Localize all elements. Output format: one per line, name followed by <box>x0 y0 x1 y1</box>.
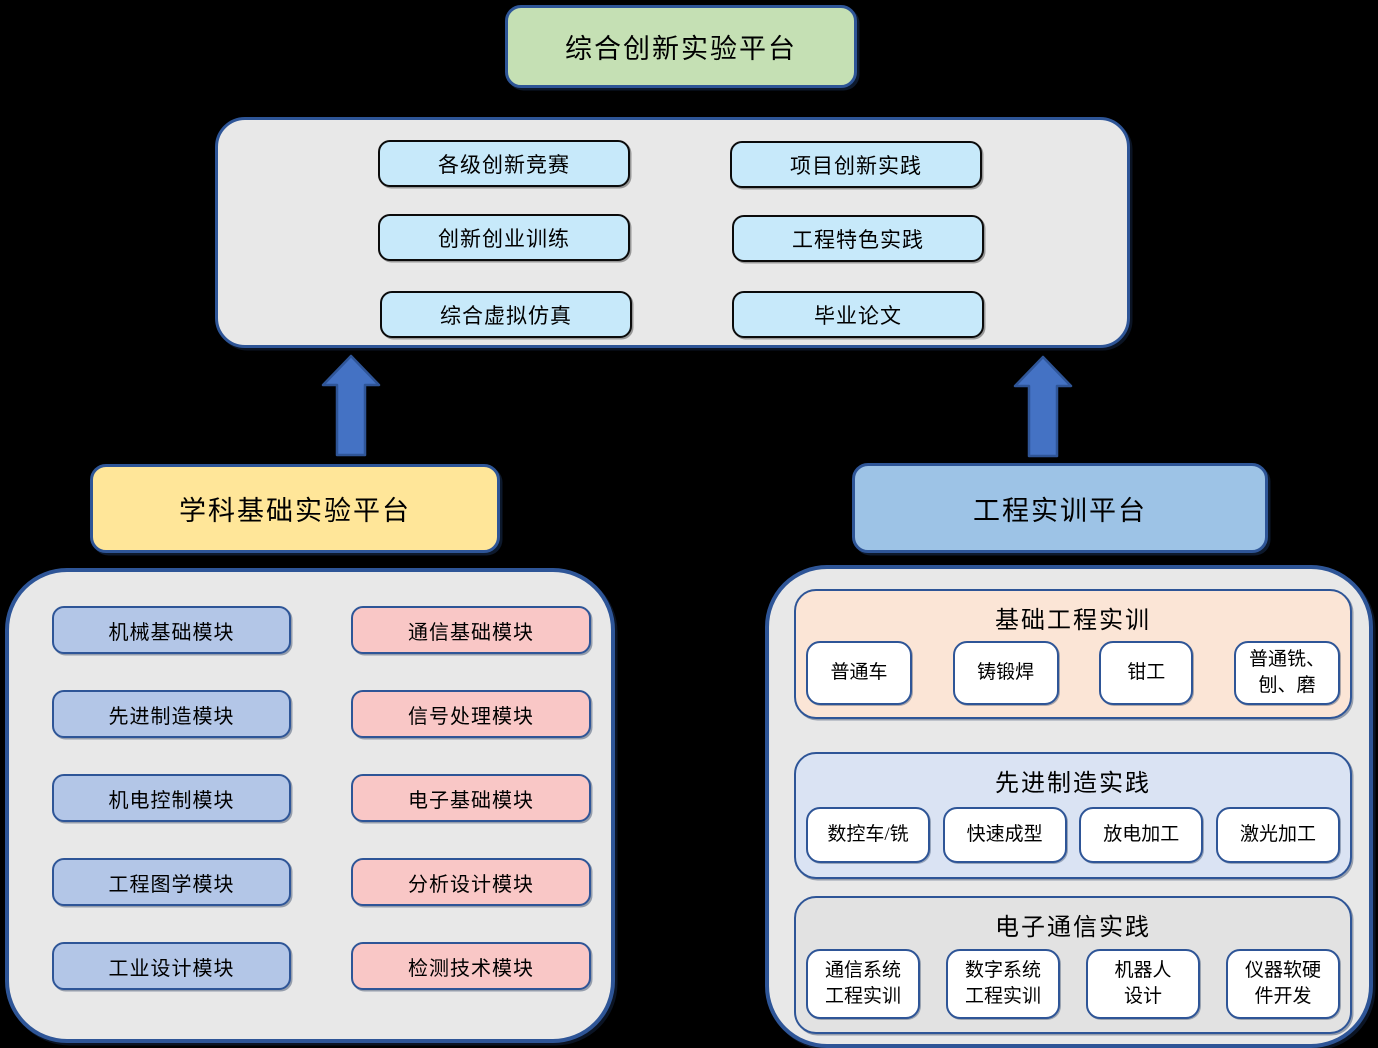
node-communication-basics-module: 通信基础模块 <box>351 606 591 654</box>
node-rapid-prototyping: 快速成型 <box>942 806 1067 863</box>
section-title: 先进制造实践 <box>995 771 1151 797</box>
pink-module-column: 通信基础模块 信号处理模块 电子基础模块 分析设计模块 检测技术模块 <box>351 606 591 990</box>
discipline-modules-container: 机械基础模块 先进制造模块 机电控制模块 工程图学模块 工业设计模块 通信基础模… <box>5 568 615 1043</box>
node-comprehensive-innovation-platform: 综合创新实验平台 <box>505 5 857 88</box>
node-industrial-design-module: 工业设计模块 <box>52 942 291 990</box>
innovation-practice-container: 各级创新竞赛 项目创新实践 创新创业训练 工程特色实践 综合虚拟仿真 毕业论文 <box>215 117 1130 348</box>
node-signal-processing-module: 信号处理模块 <box>351 690 591 738</box>
node-project-innovation-practice: 项目创新实践 <box>730 141 982 188</box>
node-engineering-graphics-module: 工程图学模块 <box>52 858 291 906</box>
up-arrow-icon <box>1013 355 1073 458</box>
node-analysis-design-module: 分析设计模块 <box>351 858 591 906</box>
node-laser-machining: 激光加工 <box>1215 806 1340 863</box>
node-milling-planing-grinding: 普通铣、 刨、磨 <box>1233 641 1340 705</box>
node-engineering-feature-practice: 工程特色实践 <box>732 215 984 262</box>
node-electronics-basics-module: 电子基础模块 <box>351 774 591 822</box>
section-items-row: 普通车 铸锻焊 钳工 普通铣、 刨、磨 <box>796 635 1350 717</box>
section-electronic-communication-practice: 电子通信实践 通信系统 工程实训 数字系统 工程实训 机器人 设计 仪器软硬 件… <box>794 896 1352 1034</box>
section-basic-engineering-training: 基础工程实训 普通车 铸锻焊 钳工 普通铣、 刨、磨 <box>794 589 1352 719</box>
node-fitter-work: 钳工 <box>1099 641 1194 705</box>
node-digital-system-training: 数字系统 工程实训 <box>946 949 1060 1019</box>
node-casting-forging-welding: 铸锻焊 <box>952 641 1059 705</box>
up-arrow-icon <box>321 354 381 457</box>
section-title: 电子通信实践 <box>995 915 1151 941</box>
node-mechanical-basics-module: 机械基础模块 <box>52 606 291 654</box>
node-testing-technology-module: 检测技术模块 <box>351 942 591 990</box>
node-innovation-entrepreneurship-training: 创新创业训练 <box>378 214 630 261</box>
section-items-row: 数控车/铣 快速成型 放电加工 激光加工 <box>796 798 1350 877</box>
node-discipline-basic-experiment-platform: 学科基础实验平台 <box>90 464 500 553</box>
section-title: 基础工程实训 <box>995 608 1151 634</box>
node-cnc-lathe-milling: 数控车/铣 <box>806 806 930 863</box>
section-items-row: 通信系统 工程实训 数字系统 工程实训 机器人 设计 仪器软硬 件开发 <box>796 942 1350 1032</box>
training-sections-container: 基础工程实训 普通车 铸锻焊 钳工 普通铣、 刨、磨 先进制造实践 数控车/铣 … <box>765 565 1373 1048</box>
node-common-lathe: 普通车 <box>806 641 912 705</box>
node-advanced-manufacturing-module: 先进制造模块 <box>52 690 291 738</box>
node-edm-machining: 放电加工 <box>1079 806 1204 863</box>
node-robot-design: 机器人 设计 <box>1086 949 1200 1019</box>
node-comprehensive-virtual-simulation: 综合虚拟仿真 <box>380 291 632 338</box>
node-graduation-thesis: 毕业论文 <box>732 291 984 338</box>
blue-module-column: 机械基础模块 先进制造模块 机电控制模块 工程图学模块 工业设计模块 <box>52 606 291 990</box>
node-instrument-hw-sw-development: 仪器软硬 件开发 <box>1226 949 1340 1019</box>
node-mechatronic-control-module: 机电控制模块 <box>52 774 291 822</box>
node-engineering-training-platform: 工程实训平台 <box>852 463 1268 553</box>
section-advanced-manufacturing-practice: 先进制造实践 数控车/铣 快速成型 放电加工 激光加工 <box>794 752 1352 879</box>
node-innovation-competition: 各级创新竞赛 <box>378 140 630 187</box>
node-communication-system-training: 通信系统 工程实训 <box>806 949 920 1019</box>
